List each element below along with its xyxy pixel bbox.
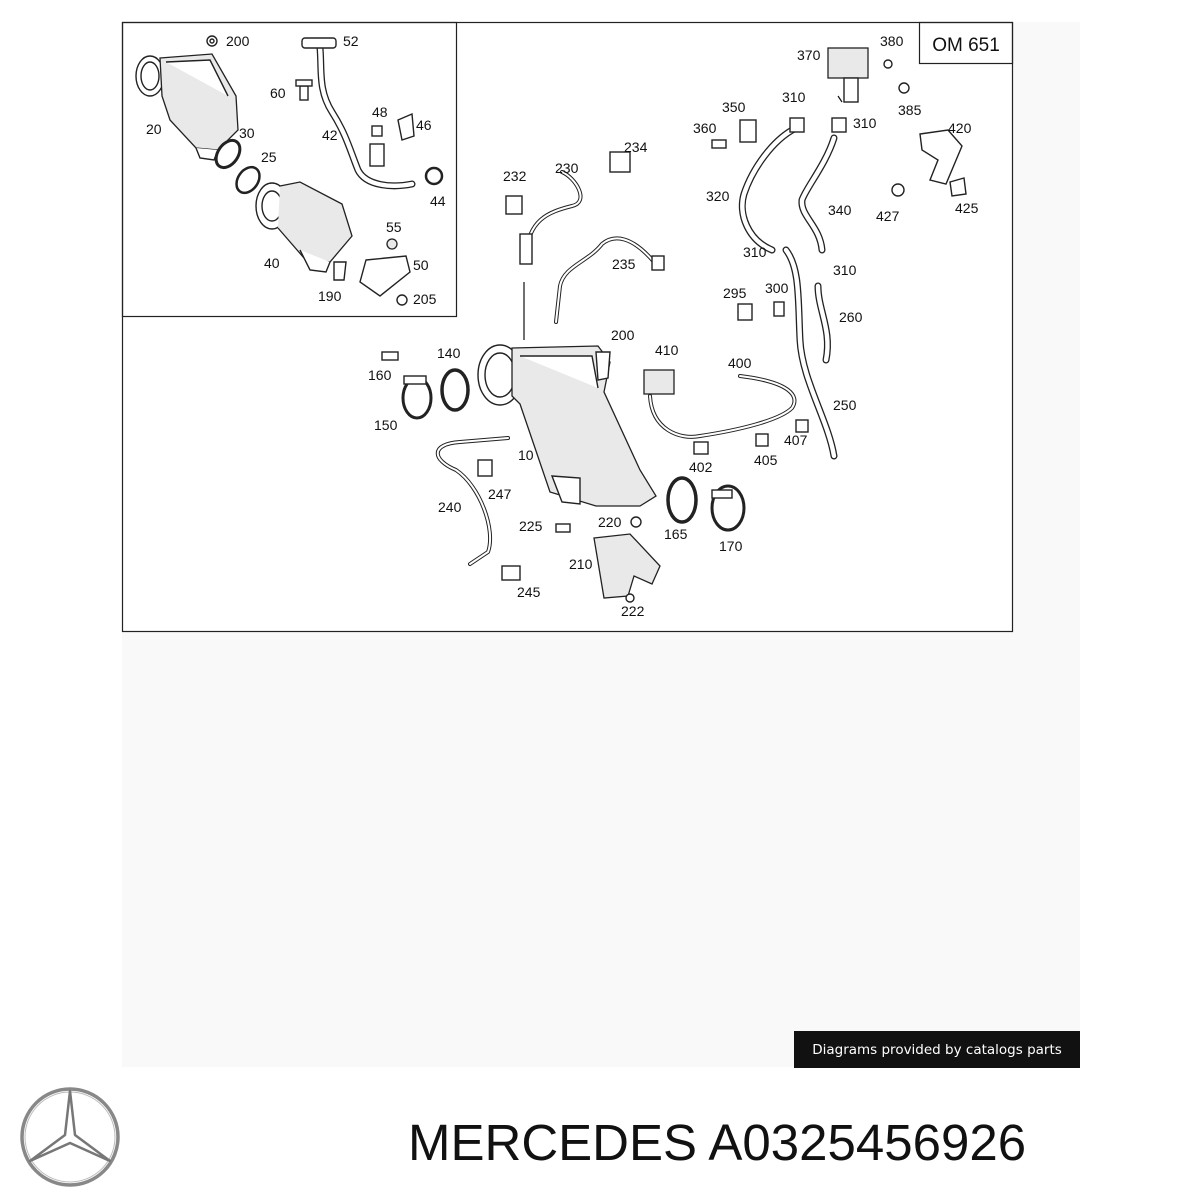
mercedes-star-icon (20, 1087, 120, 1187)
callout-label: 232 (503, 168, 527, 184)
callout-label: 370 (797, 47, 821, 63)
callout-label: 310 (782, 89, 806, 105)
callout-label: 30 (239, 125, 255, 141)
callout-label: 40 (264, 255, 280, 271)
callout-label: 10 (518, 447, 534, 463)
inset-particulate-filter (255, 181, 353, 273)
callout-label: 310 (853, 115, 877, 131)
callout-label: 46 (416, 117, 432, 133)
callout-label: 225 (519, 518, 543, 534)
main-hoses (711, 47, 967, 460)
callout-label: 310 (743, 244, 767, 260)
inset-gasket-25 (235, 165, 261, 195)
callout-label: 140 (437, 345, 461, 361)
inset-frame (121, 21, 458, 318)
callout-label: 150 (374, 417, 398, 433)
callout-label: 50 (413, 257, 429, 273)
callout-label: 405 (754, 452, 778, 468)
callout-label: 60 (270, 85, 286, 101)
callout-label: 235 (612, 256, 636, 272)
callout-label: 360 (693, 120, 717, 136)
credit-text: Diagrams provided by catalogs parts (812, 1041, 1062, 1058)
main-dpf-assembly (477, 344, 657, 507)
callout-label: 48 (372, 104, 388, 120)
diagram-frame (121, 21, 1014, 633)
callout-label: 25 (261, 149, 277, 165)
callout-label: 247 (488, 486, 512, 502)
callout-label: 340 (828, 202, 852, 218)
callout-label: 200 (611, 327, 635, 343)
inset-gasket-30 (214, 138, 242, 170)
callout-label: 427 (876, 208, 900, 224)
callout-label: 55 (386, 219, 402, 235)
inset-egr-pipe (301, 37, 416, 190)
callout-label: 210 (569, 556, 593, 572)
callout-label: 425 (955, 200, 979, 216)
callout-label: 205 (413, 291, 437, 307)
callout-label: 300 (765, 280, 789, 296)
part-title: MERCEDES A0325456926 (408, 1108, 1026, 1178)
inset-small-parts (206, 35, 444, 306)
callout-label: 380 (880, 33, 904, 49)
engine-code-box (918, 21, 1014, 65)
callout-label: 200 (226, 33, 250, 49)
credit-banner: Diagrams provided by catalogs parts (794, 1031, 1080, 1068)
callout-label: 245 (517, 584, 541, 600)
callout-label: 165 (664, 526, 688, 542)
callout-label: 44 (430, 193, 446, 209)
callout-label: 260 (839, 309, 863, 325)
part-number: A0325456926 (708, 1114, 1027, 1171)
callout-label: 310 (833, 262, 857, 278)
callout-label: 320 (706, 188, 730, 204)
main-bracket-210 (555, 516, 661, 603)
callout-label: 170 (719, 538, 743, 554)
brand-name: MERCEDES (408, 1114, 698, 1171)
callout-label: 222 (621, 603, 645, 619)
callout-label: 295 (723, 285, 747, 301)
callout-labels: 200 52 60 48 46 42 20 30 25 44 55 40 50 … (146, 33, 979, 619)
callout-label: 410 (655, 342, 679, 358)
callout-label: 230 (555, 160, 579, 176)
callout-label: 234 (624, 139, 648, 155)
callout-label: 402 (689, 459, 713, 475)
callout-label: 350 (722, 99, 746, 115)
engine-code-label: OM 651 (932, 35, 1000, 56)
callout-label: 42 (322, 127, 338, 143)
callout-label: 385 (898, 102, 922, 118)
callout-label: 407 (784, 432, 808, 448)
callout-label: 52 (343, 33, 359, 49)
callout-label: 240 (438, 499, 462, 515)
callout-label: 400 (728, 355, 752, 371)
callout-label: 420 (948, 120, 972, 136)
main-clamps-gaskets (381, 351, 746, 532)
main-sensors-wiring (435, 151, 809, 581)
callout-label: 190 (318, 288, 342, 304)
callout-label: 20 (146, 121, 162, 137)
callout-label: 220 (598, 514, 622, 530)
callout-label: 250 (833, 397, 857, 413)
callout-label: 160 (368, 367, 392, 383)
